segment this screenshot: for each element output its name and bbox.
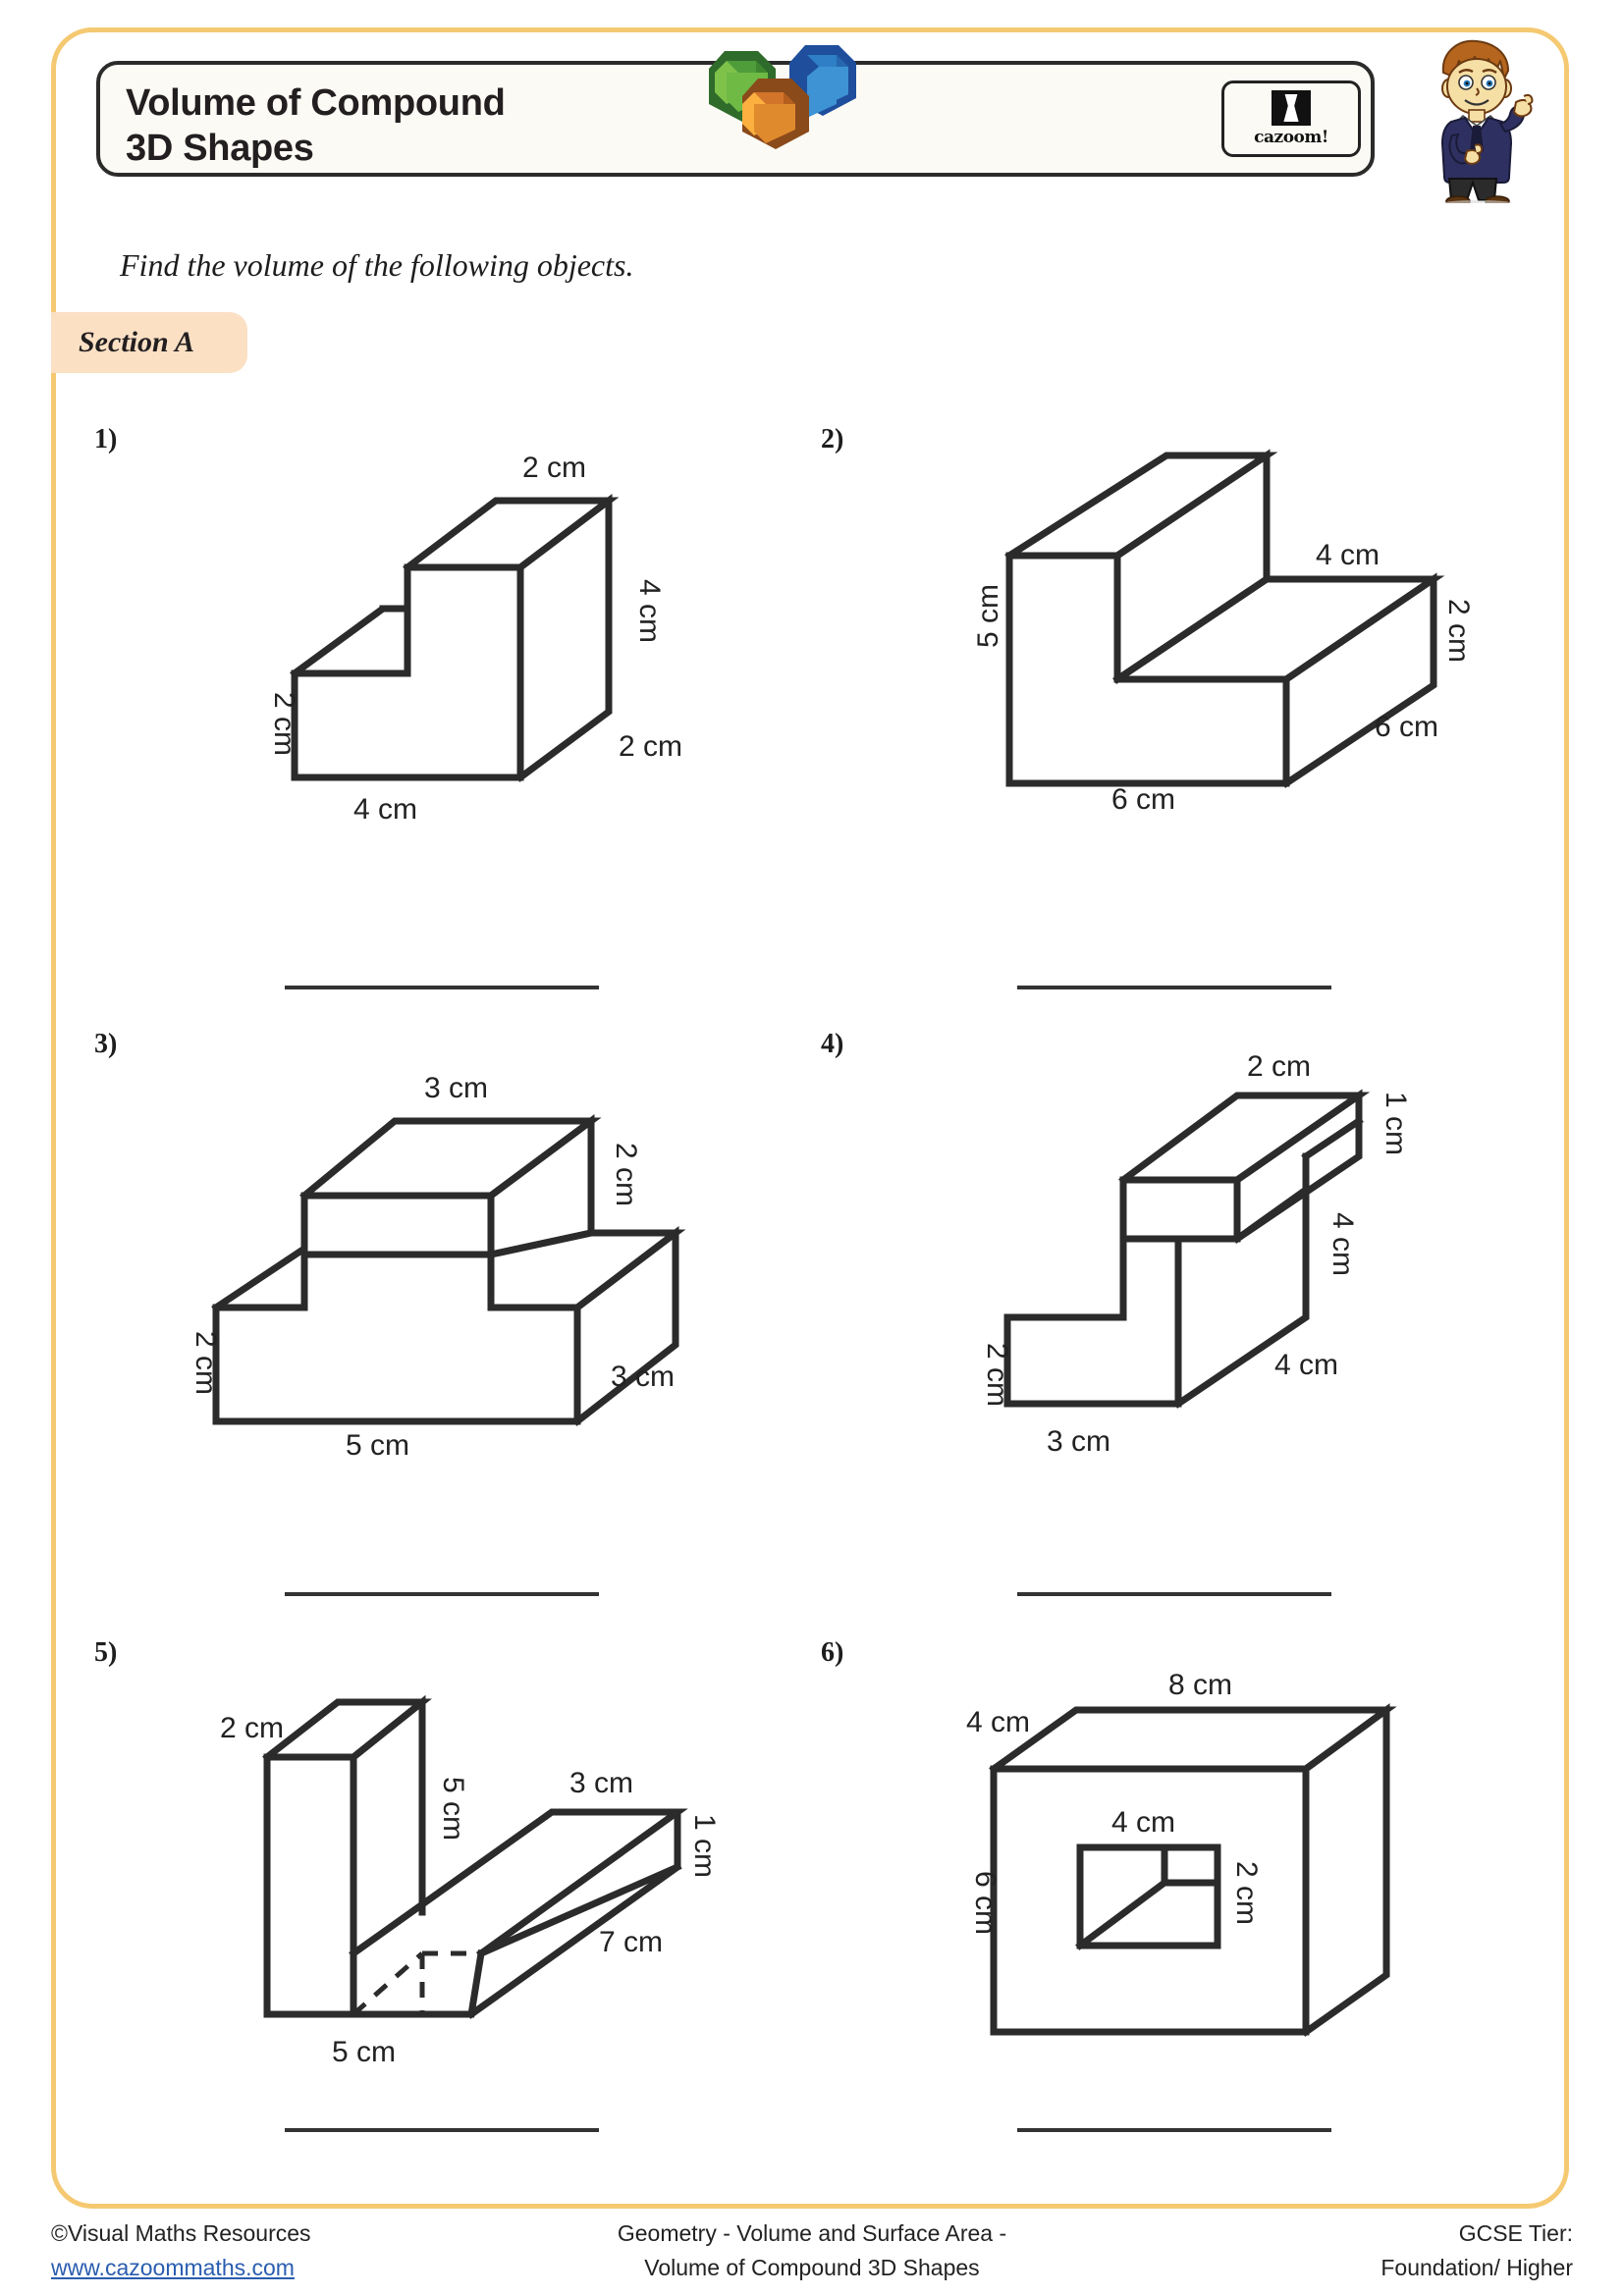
question-number-5: 5) <box>94 1637 118 1668</box>
q3-label-base: 5 cm <box>346 1429 409 1462</box>
q1-label-right-height: 4 cm <box>633 579 666 643</box>
hourglass-mark-icon <box>1272 90 1311 126</box>
q1-label-top: 2 cm <box>522 452 586 484</box>
question-number-1: 1) <box>94 424 118 454</box>
cazoom-logo: cazoom! <box>1221 80 1361 157</box>
footer-topic-line2: Volume of Compound 3D Shapes <box>644 2254 980 2280</box>
q3-label-depth: 3 cm <box>611 1361 675 1393</box>
q2-label-base: 6 cm <box>1111 783 1175 815</box>
q2-label-right-height: 2 cm <box>1442 599 1473 663</box>
q5-label-arm-length: 7 cm <box>599 1926 663 1958</box>
q6-label-top: 8 cm <box>1168 1669 1232 1701</box>
footer-copyright: ©Visual Maths Resources <box>51 2220 311 2246</box>
boy-pointing-illustration <box>1440 39 1534 203</box>
question-number-3: 3) <box>94 1029 118 1059</box>
q6-label-left-height: 6 cm <box>969 1871 1001 1935</box>
question-6-figure: 8 cm 4 cm 6 cm 4 cm 2 cm <box>966 1669 1397 2037</box>
question-number-2: 2) <box>821 424 844 454</box>
q4-label-right-height: 4 cm <box>1326 1212 1359 1276</box>
q5-label-arm-top: 3 cm <box>569 1767 633 1799</box>
footer-tier-line1: GCSE Tier: <box>1458 2220 1573 2246</box>
three-cubes-icon <box>709 45 856 149</box>
question-1-figure: 2 cm 4 cm 2 cm 2 cm 4 cm <box>268 452 682 825</box>
q2-label-left-height: 5 cm <box>972 584 1004 648</box>
q3-label-lower-height: 2 cm <box>189 1331 222 1395</box>
question-4-figure: 2 cm 1 cm 4 cm 4 cm 2 cm 3 cm <box>981 1050 1412 1458</box>
q4-label-base: 3 cm <box>1047 1425 1110 1458</box>
answer-line-4[interactable] <box>1017 1592 1331 1596</box>
answer-line-2[interactable] <box>1017 986 1331 989</box>
answer-line-5[interactable] <box>285 2128 599 2132</box>
question-3-figure: 3 cm 2 cm 2 cm 3 cm 5 cm <box>189 1072 686 1462</box>
q6-label-depth: 4 cm <box>966 1706 1030 1738</box>
q2-label-step-top: 4 cm <box>1316 539 1380 571</box>
footer-tier-line2: Foundation/ Higher <box>1380 2254 1573 2280</box>
q2-label-right-depth: 6 cm <box>1375 711 1438 743</box>
q1-label-depth: 2 cm <box>619 730 682 763</box>
q6-label-hole-width: 4 cm <box>1111 1806 1175 1839</box>
section-a-label: Section A <box>79 326 195 358</box>
answer-line-3[interactable] <box>285 1592 599 1596</box>
q6-label-hole-height: 2 cm <box>1230 1861 1263 1925</box>
q4-label-depth: 4 cm <box>1274 1349 1338 1381</box>
question-number-4: 4) <box>821 1029 844 1059</box>
instruction-text: Find the volume of the following objects… <box>120 247 634 283</box>
q5-label-arm-thickness: 1 cm <box>688 1814 721 1878</box>
q1-label-base: 4 cm <box>353 793 417 825</box>
footer-topic-line1: Geometry - Volume and Surface Area - <box>617 2220 1007 2246</box>
answer-line-1[interactable] <box>285 986 599 989</box>
page-title-line1: Volume of Compound <box>126 82 506 124</box>
cazoom-logo-text: cazoom! <box>1254 128 1328 147</box>
q3-label-upper-height: 2 cm <box>610 1143 642 1206</box>
answer-line-6[interactable] <box>1017 2128 1331 2132</box>
section-a-header: Section A <box>51 312 247 373</box>
page-title-line2: 3D Shapes <box>126 128 314 170</box>
footer-website-link[interactable]: www.cazoommaths.com <box>51 2254 295 2280</box>
q5-label-top-depth: 2 cm <box>220 1712 284 1744</box>
question-2-figure: 5 cm 4 cm 2 cm 6 cm 6 cm <box>972 449 1473 815</box>
footer-copyright-block: ©Visual Maths Resources www.cazoommaths.… <box>51 2216 311 2284</box>
page-title: Volume of Compound 3D Shapes <box>126 80 734 172</box>
q1-label-left-height: 2 cm <box>268 692 300 756</box>
q5-label-upright-height: 5 cm <box>437 1777 469 1841</box>
q4-label-left-height: 2 cm <box>981 1343 1013 1407</box>
q3-label-top: 3 cm <box>424 1072 488 1104</box>
footer-tier-block: GCSE Tier: Foundation/ Higher <box>1380 2216 1573 2284</box>
q5-label-base: 5 cm <box>332 2036 396 2068</box>
question-number-6: 6) <box>821 1637 844 1668</box>
question-5-figure: 2 cm 5 cm 3 cm 1 cm 7 cm 5 cm <box>220 1694 721 2068</box>
q4-label-top-thickness: 1 cm <box>1380 1092 1412 1155</box>
footer-topic-block: Geometry - Volume and Surface Area - Vol… <box>0 2216 1624 2284</box>
q4-label-top: 2 cm <box>1247 1050 1311 1083</box>
